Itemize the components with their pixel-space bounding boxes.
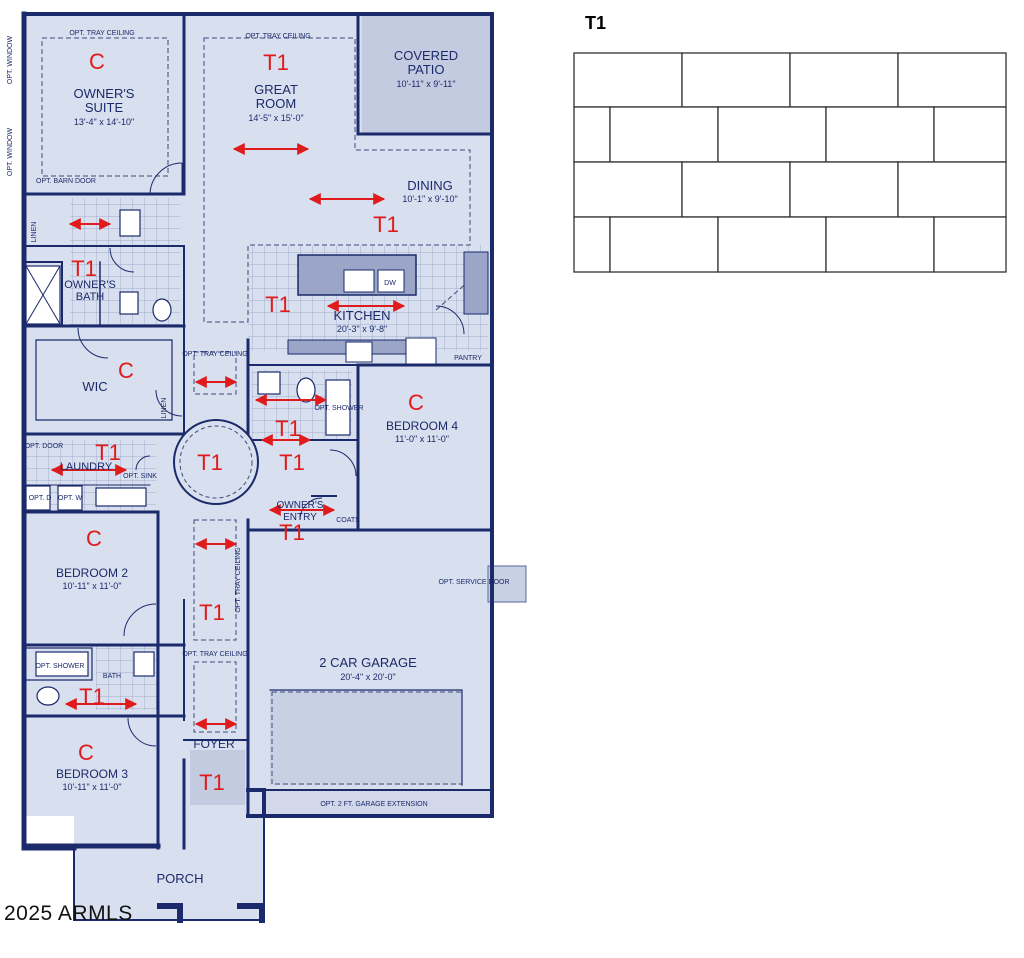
tag-kitchen: T1 xyxy=(265,292,291,317)
dim-bedroom3: 10'-11" x 11'-0" xyxy=(62,782,121,792)
note-opt-window-1: OPT. WINDOW xyxy=(7,35,14,84)
rotunda xyxy=(173,419,259,505)
tag-great-room: T1 xyxy=(263,50,289,75)
tag-bedroom4: C xyxy=(408,390,424,415)
note-opt-tray-foyer: OPT. TRAY CEILING xyxy=(182,651,247,658)
tag-bath2: T1 xyxy=(79,684,105,709)
dim-owners-suite: 13'-4" x 14'-10" xyxy=(74,117,134,127)
note-linen-2: LINEN xyxy=(161,398,168,419)
tile-r2-5 xyxy=(933,106,1007,163)
label-covered-patio-1: COVERED xyxy=(394,48,458,63)
note-opt-barn-door: OPT. BARN DOOR xyxy=(36,178,96,185)
kitchen-fixtures xyxy=(287,251,489,365)
note-dw: DW xyxy=(384,280,396,287)
note-opt-service-door: OPT. SERVICE DOOR xyxy=(438,579,509,586)
floor-plan: OPT. TRAY CEILING OWNER'S SUITE 13'-4" x… xyxy=(7,11,527,923)
dim-covered-patio: 10'-11" x 9'-11" xyxy=(396,79,455,89)
tile-r1-1 xyxy=(573,52,683,108)
label-covered-patio-2: PATIO xyxy=(407,62,444,77)
note-opt-shower-2: OPT. SHOWER xyxy=(35,663,84,670)
label-foyer: FOYER xyxy=(193,737,235,751)
dim-garage: 20'-4" x 20'-0" xyxy=(340,672,395,682)
label-owners-bath-2: BATH xyxy=(76,291,105,303)
tag-hall: T1 xyxy=(199,600,225,625)
label-owners-entry-1: OWNER'S xyxy=(277,500,324,511)
tag-bedroom2: C xyxy=(86,526,102,551)
note-opt-window-2: OPT. WINDOW xyxy=(7,127,14,176)
label-bedroom4: BEDROOM 4 xyxy=(386,419,458,433)
legend-title: T1 xyxy=(585,13,607,33)
tag-foyer: T1 xyxy=(199,770,225,795)
tile-r4-1 xyxy=(573,216,611,273)
tile-r4-4 xyxy=(825,216,935,273)
note-opt-tray-hall: OPT. TRAY CEILING xyxy=(182,351,247,358)
tile-r3-2 xyxy=(681,161,791,218)
tile-r2-3 xyxy=(717,106,827,163)
label-bath: BATH xyxy=(103,673,121,680)
finish-tags: C T1 T1 T1 T1 C T1 T1 C T1 T1 T1 C T1 T1… xyxy=(71,49,424,795)
tile-r4-2 xyxy=(609,216,719,273)
tile-r2-2 xyxy=(609,106,719,163)
note-opt-d: OPT. D xyxy=(29,495,52,502)
label-owners-bath-1: OWNER'S xyxy=(64,279,116,291)
note-opt-shower-1: OPT. SHOWER xyxy=(314,405,363,412)
tile-r4-5 xyxy=(933,216,1007,273)
tag-laundry: T1 xyxy=(95,440,121,465)
tag-owners-entry: T1 xyxy=(279,520,305,545)
tag-rotunda: T1 xyxy=(197,450,223,475)
note-linen-1: LINEN xyxy=(31,222,38,243)
dim-great-room: 14'-5" x 15'-0" xyxy=(248,113,303,123)
tag-bath4: T1 xyxy=(275,416,301,441)
note-opt-sink: OPT. SINK xyxy=(123,473,157,480)
label-kitchen: KITCHEN xyxy=(333,308,390,323)
tile-r1-4 xyxy=(897,52,1007,108)
tile-r1-2 xyxy=(681,52,791,108)
note-opt-tray-suite: OPT. TRAY CEILING xyxy=(69,30,134,37)
tile-direction-arrows xyxy=(50,143,406,730)
note-garage-extension: OPT. 2 FT. GARAGE EXTENSION xyxy=(320,801,427,808)
tile-r4-3 xyxy=(717,216,827,273)
label-dining: DINING xyxy=(407,178,453,193)
tile-r3-3 xyxy=(789,161,899,218)
room-labels: OPT. TRAY CEILING OWNER'S SUITE 13'-4" x… xyxy=(7,30,510,886)
label-garage: 2 CAR GARAGE xyxy=(319,655,417,670)
note-opt-door: OPT. DOOR xyxy=(25,443,64,450)
tag-dining: T1 xyxy=(373,212,399,237)
tile-r1-3 xyxy=(789,52,899,108)
note-opt-tray-great: OPT. TRAY CEILING xyxy=(245,33,310,40)
tag-hall-bath: T1 xyxy=(279,450,305,475)
label-great-room-2: ROOM xyxy=(256,96,296,111)
label-owners-suite-2: SUITE xyxy=(85,100,124,115)
tile-r2-4 xyxy=(825,106,935,163)
tile-r2-1 xyxy=(573,106,611,163)
note-coats: COATS xyxy=(336,517,360,524)
label-porch: PORCH xyxy=(157,871,204,886)
label-great-room-1: GREAT xyxy=(254,82,298,97)
label-owners-entry-2: ENTRY xyxy=(283,512,317,523)
label-bedroom2: BEDROOM 2 xyxy=(56,566,128,580)
tag-wic: C xyxy=(118,358,134,383)
walls xyxy=(21,11,494,923)
note-opt-tray-vertical: OPT. TRAY CEILING xyxy=(235,547,242,612)
label-bedroom3: BEDROOM 3 xyxy=(56,767,128,781)
dim-bedroom4: 11'-0" x 11'-0" xyxy=(395,434,449,444)
tile-pattern-legend xyxy=(573,52,1007,273)
dim-kitchen: 20'-3" x 9'-8" xyxy=(337,324,387,334)
tag-bedroom3: C xyxy=(78,740,94,765)
tag-owners-suite: C xyxy=(89,49,105,74)
label-pantry: PANTRY xyxy=(454,355,482,362)
bath-fixtures xyxy=(25,209,351,706)
copyright-watermark: 2025 ARMLS xyxy=(4,902,133,925)
tile-r3-4 xyxy=(897,161,1007,218)
door-swings xyxy=(77,162,465,747)
label-wic: WIC xyxy=(82,379,107,394)
label-owners-suite-1: OWNER'S xyxy=(74,86,135,101)
note-opt-w: OPT. W xyxy=(58,495,83,502)
tile-r3-1 xyxy=(573,161,683,218)
tag-owners-bath: T1 xyxy=(71,256,97,281)
dim-dining: 10'-1" x 9'-10" xyxy=(402,194,457,204)
dim-bedroom2: 10'-11" x 11'-0" xyxy=(62,581,121,591)
label-laundry: LAUNDRY xyxy=(60,461,113,473)
